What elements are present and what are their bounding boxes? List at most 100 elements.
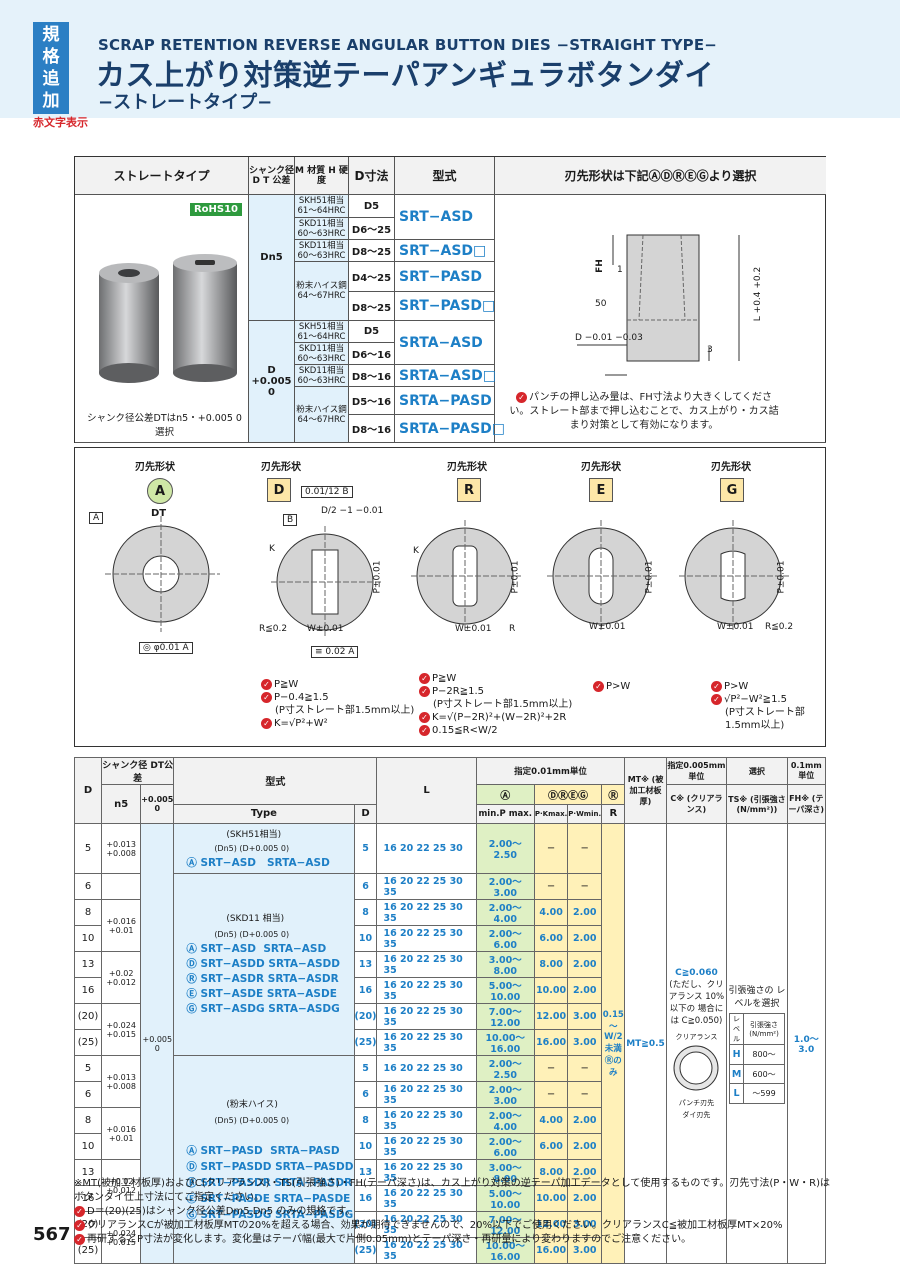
cell-l: 16 20 22 25 30 35 — [376, 899, 477, 927]
cell-pw: − — [567, 1081, 603, 1109]
header-d-dimension: D寸法 — [349, 157, 395, 195]
col-n5: n5 — [101, 783, 142, 825]
cell-d-small: 10 — [353, 925, 378, 953]
cell-min-max: 2.00〜 6.00 — [475, 925, 535, 953]
col-pw-min: P·Wmin. — [567, 803, 603, 825]
cell-pk: 6.00 — [533, 925, 569, 953]
d-range-cell: D8〜25 — [349, 240, 395, 262]
cell-pw: 2.00 — [567, 977, 603, 1005]
cell-pk: 12.00 — [533, 1003, 569, 1031]
cell-l: 16 20 22 25 30 — [376, 1055, 477, 1083]
cell-l: 16 20 22 25 30 35 — [376, 1107, 477, 1135]
concentricity-label: ◎ φ0.01 A — [139, 642, 193, 654]
cell-pw: 2.00 — [567, 1107, 603, 1135]
cell-d: 16 — [73, 1185, 103, 1213]
model-cell: SRTA−ASD□ — [395, 365, 496, 387]
col-fh: FH※ (テーパ深さ) — [786, 783, 827, 825]
cell-n5: +0.016 +0.01 — [101, 899, 142, 953]
datum-a-label: A — [89, 512, 104, 524]
shape-g-conditions: ✓P>W ✓√P²−W²≧1.5 (P寸ストレート部 1.5mm以上) — [711, 680, 805, 732]
shape-code-e: E — [589, 478, 613, 502]
col-l: L — [376, 756, 477, 825]
cell-l: 16 20 22 25 30 35 — [376, 1003, 477, 1031]
footnote: ✓再研するとP寸法が変化します。変化量はテーパ幅(最大で片側0.05mm)とテー… — [74, 1233, 834, 1247]
note-mark-icon: ✓ — [593, 680, 604, 692]
cell-mt: MT≧0.5 — [624, 823, 667, 1265]
cell-l: 16 20 22 25 30 35 — [376, 977, 477, 1005]
col-shape-ders: ⒹⓇⒺⒼ — [533, 784, 603, 805]
title-english: SCRAP RETENTION REVERSE ANGULAR BUTTON D… — [98, 36, 718, 54]
note-mark-icon: ✓ — [516, 391, 527, 403]
cell-l: 16 20 22 25 30 35 — [376, 1029, 477, 1057]
shape-label: 刃先形状 — [447, 462, 487, 473]
r-label: R — [509, 624, 516, 634]
cell-pk: 16.00 — [533, 1237, 569, 1265]
r-corner-label: R≦0.2 — [259, 624, 288, 634]
drawing-note: ✓パンチの押し込み量は、FH寸法より大きくしてください。ストレート部まで押し込む… — [509, 391, 779, 431]
cell-pw: 3.00 — [567, 1211, 603, 1239]
col-type-en: Type — [173, 803, 355, 825]
title-japanese: カス上がり対策逆テーパアンギュラボタンダイ — [96, 58, 715, 92]
cell-n5: +0.024 +0.015 — [101, 1003, 142, 1057]
symmetry-label: ≡ 0.02 A — [311, 646, 359, 658]
parallel-tol-label: 0.01/12 B — [301, 486, 353, 498]
col-shape-a: Ⓐ — [475, 784, 535, 805]
cell-l: 16 20 22 25 30 35 — [376, 925, 477, 953]
cell-pk: − — [533, 1055, 569, 1083]
d-range-cell: D5〜16 — [349, 387, 395, 415]
p-tol-label: P±0.01 — [776, 560, 787, 594]
cell-d-small: 10 — [353, 1133, 378, 1161]
shank-tolerance-note: シャンク径公差DTはn5・+0.005 0 選択 — [87, 413, 242, 438]
spec-added-badge: 規格追加 — [33, 22, 69, 114]
cell-d-small: 8 — [353, 899, 378, 927]
cell-pk: 4.00 — [533, 1107, 569, 1135]
shape-label: 刃先形状 — [261, 462, 301, 473]
note-mark-icon: ✓ — [419, 711, 430, 723]
note-mark-icon: ✓ — [711, 680, 722, 692]
cell-min-max: 2.00〜 6.00 — [475, 1133, 535, 1161]
fifty-label: 50 — [595, 299, 607, 309]
dt-label: DT — [151, 508, 167, 519]
material-cell: SKD11相当 60〜63HRC — [295, 218, 349, 240]
p-tol-label: P±0.01 — [644, 560, 655, 594]
cell-d-small: 6 — [353, 873, 378, 901]
cell-pk: 4.00 — [533, 899, 569, 927]
model-cell: SRTA−PASD — [395, 387, 495, 415]
header-material-hardness: M 材質 H 硬度 — [295, 157, 349, 195]
rohs-badge: RoHS10 — [189, 203, 242, 216]
cell-clearance: C≧0.060 (ただし、クリアランス 10%以下の 場合には C≧0.050)… — [665, 823, 728, 1265]
note-mark-icon: ✓ — [74, 1205, 85, 1217]
tip-shape-panel: 刃先形状 刃先形状 刃先形状 刃先形状 刃先形状 A D R E G DT A — [74, 447, 826, 747]
cell-d: 8 — [73, 1107, 103, 1135]
cell-d: 13 — [73, 1159, 103, 1187]
note-mark-icon: ✓ — [74, 1233, 85, 1245]
material-cell: SKD11相当 60〜63HRC — [295, 240, 349, 262]
k-label: K — [413, 546, 419, 556]
note-mark-icon: ✓ — [261, 717, 272, 729]
group3-models: (粉末ハイス) (Dn5) (D+0.005 0) Ⓐ SRT−PASD SRT… — [173, 1055, 355, 1265]
cell-n5: +0.013 +0.008 — [101, 823, 142, 875]
cell-l: 16 20 22 25 30 35 — [376, 873, 477, 901]
cell-pk: 12.00 — [533, 1211, 569, 1239]
header-straight-type: ストレートタイプ — [75, 157, 249, 195]
cell-d: 6 — [73, 873, 103, 901]
fh-label: FH — [594, 259, 605, 273]
model-cell: SRTA−ASD — [395, 321, 495, 365]
shape-r-conditions: ✓P≧W ✓P−2R≧1.5 (P寸ストレート部1.5mm以上) ✓K=√(P−… — [419, 672, 572, 737]
col-spec-0005: 指定0.005mm単位 — [665, 757, 728, 785]
cell-d: 6 — [73, 1081, 103, 1109]
cell-min-max: 2.00〜 3.00 — [475, 1081, 535, 1109]
cell-d: 5 — [73, 1055, 103, 1083]
col-shape-r: Ⓡ — [601, 784, 626, 805]
shape-code-g: G — [720, 478, 744, 502]
cell-l: 16 20 22 25 30 35 — [376, 1237, 477, 1265]
d-range-cell: D5 — [349, 321, 395, 343]
cell-pw: 2.00 — [567, 1185, 603, 1213]
cell-pk: 16.00 — [533, 1029, 569, 1057]
footnote: ✓D＝(20)(25)はシャンク径公差Dm5,Dn5 のみの規格です。 — [74, 1205, 834, 1219]
cell-tol-a: +0.005 0 — [140, 823, 175, 1265]
cell-n5: +0.016 +0.01 — [101, 1107, 142, 1161]
footnote: ※MT(被加工材板厚)およびC(クリアランス)・TS(引張強さ)・FH(テーパ深… — [74, 1178, 831, 1203]
col-ts: TS※ (引張強さ(N/mm²)) — [726, 783, 788, 825]
